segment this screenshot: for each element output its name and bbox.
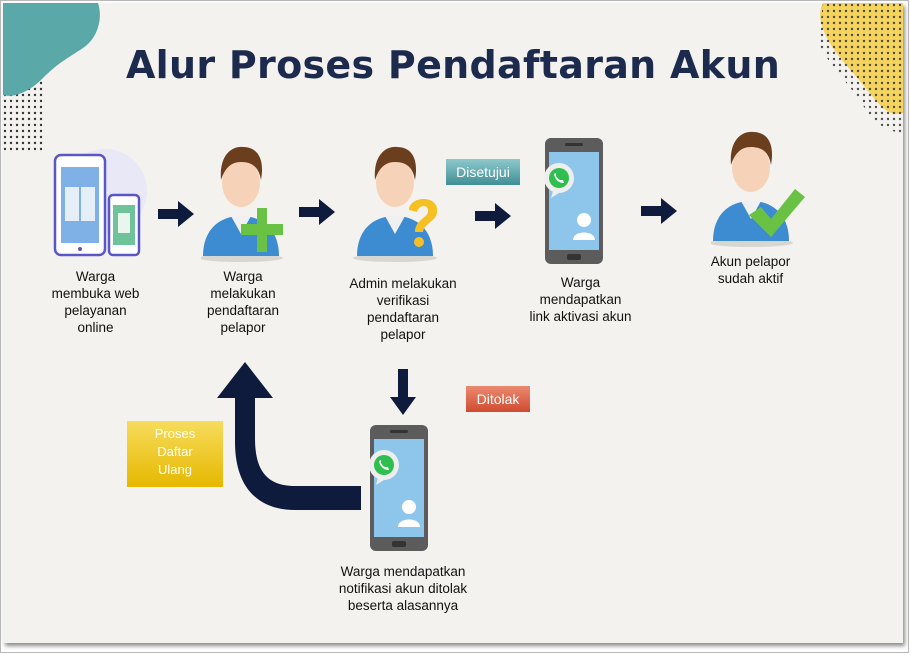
reregister-tag: Proses Daftar Ulang	[127, 421, 223, 487]
arrow-down	[390, 369, 416, 415]
reregister-tag-text: Proses Daftar Ulang	[154, 426, 196, 477]
arrow-right-4	[641, 198, 677, 224]
arrow-right-3	[475, 203, 511, 229]
devices-icon	[53, 149, 147, 257]
arrow-right-1	[158, 201, 194, 227]
step-2-text: Warga melakukan pendaftaran pelapor	[206, 269, 280, 335]
return-arrow	[217, 362, 361, 510]
step-3-label: Admin melakukan verifikasi pendaftaran p…	[333, 275, 473, 343]
approved-tag-text: Disetujui	[456, 164, 510, 180]
user-question-icon	[353, 146, 438, 262]
yellow-blob-decoration	[818, 3, 903, 133]
step-5-text: Akun pelapor sudah aktif	[710, 254, 791, 286]
rejected-tag-text: Ditolak	[476, 391, 520, 407]
teal-blob-decoration	[3, 3, 100, 153]
slide: Alur Proses Pendaftaran Akun Warga membu…	[3, 3, 903, 643]
step-4-label: Warga mendapatkan link aktivasi akun	[513, 274, 648, 325]
step-5-label: Akun pelapor sudah aktif	[693, 253, 808, 287]
step-4-text: Warga mendapatkan link aktivasi akun	[529, 275, 632, 324]
rejected-step-text: Warga mendapatkan notifikasi akun ditola…	[338, 564, 468, 613]
rejected-whatsapp-phone-icon	[369, 425, 428, 551]
step-1-text: Warga membuka web pelayanan online	[51, 269, 140, 335]
step-3-text: Admin melakukan verifikasi pendaftaran p…	[349, 276, 457, 342]
page-title: Alur Proses Pendaftaran Akun	[125, 43, 781, 87]
step-2-label: Warga melakukan pendaftaran pelapor	[183, 268, 303, 336]
whatsapp-phone-icon	[544, 138, 603, 264]
arrow-right-2	[299, 199, 335, 225]
approved-tag: Disetujui	[446, 159, 520, 185]
step-1-label: Warga membuka web pelayanan online	[33, 268, 158, 336]
rejected-tag: Ditolak	[466, 386, 530, 412]
user-add-icon	[201, 146, 283, 262]
user-check-icon	[711, 131, 805, 247]
rejected-step-label: Warga mendapatkan notifikasi akun ditola…	[323, 563, 483, 614]
